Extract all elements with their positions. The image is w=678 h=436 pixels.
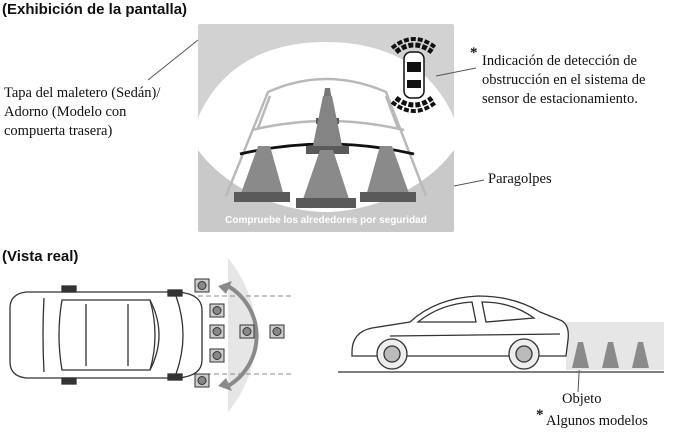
parking-sensor-indicator bbox=[390, 37, 438, 113]
heading-screen-display: (Exhibición de la pantalla) bbox=[2, 1, 188, 18]
side-view-cones bbox=[572, 342, 649, 368]
label-trunk-line-2: Adorno (Modelo con bbox=[4, 104, 127, 120]
label-detect-line-1: Indicación de detección de bbox=[482, 53, 637, 69]
screen-cone-right bbox=[360, 146, 416, 202]
label-object: Objeto bbox=[562, 391, 602, 407]
label-trunk-line-1: Tapa del maletero (Sedán)/ bbox=[4, 85, 161, 101]
screen-cone-left bbox=[234, 146, 290, 202]
heading-real-view: (Vista real) bbox=[2, 248, 79, 265]
label-some-models: * Algunos modelos bbox=[536, 407, 648, 431]
side-view-car bbox=[351, 295, 569, 370]
label-detection-indicator: * Indicación de detección de obstrucción… bbox=[470, 45, 646, 109]
label-detect-line-3: sensor de estacionamiento. bbox=[482, 91, 638, 107]
label-trunk-line-3: compuerta trasera) bbox=[4, 123, 113, 139]
top-view-car bbox=[9, 285, 203, 385]
label-trunk-lid: Tapa del maletero (Sedán)/ Adorno (Model… bbox=[4, 84, 160, 141]
label-detect-line-2: obstrucción en el sistema de bbox=[482, 72, 646, 88]
label-some-models-text: Algunos modelos bbox=[546, 413, 648, 429]
top-view-sensors bbox=[194, 278, 285, 388]
label-bumper: Paragolpes bbox=[488, 171, 552, 187]
screen-cone-center bbox=[296, 150, 356, 208]
asterisk-mark: * bbox=[470, 45, 478, 61]
screen-warning-banner: Compruebe los alrededores por seguridad bbox=[225, 215, 427, 226]
asterisk-mark: * bbox=[536, 407, 544, 423]
